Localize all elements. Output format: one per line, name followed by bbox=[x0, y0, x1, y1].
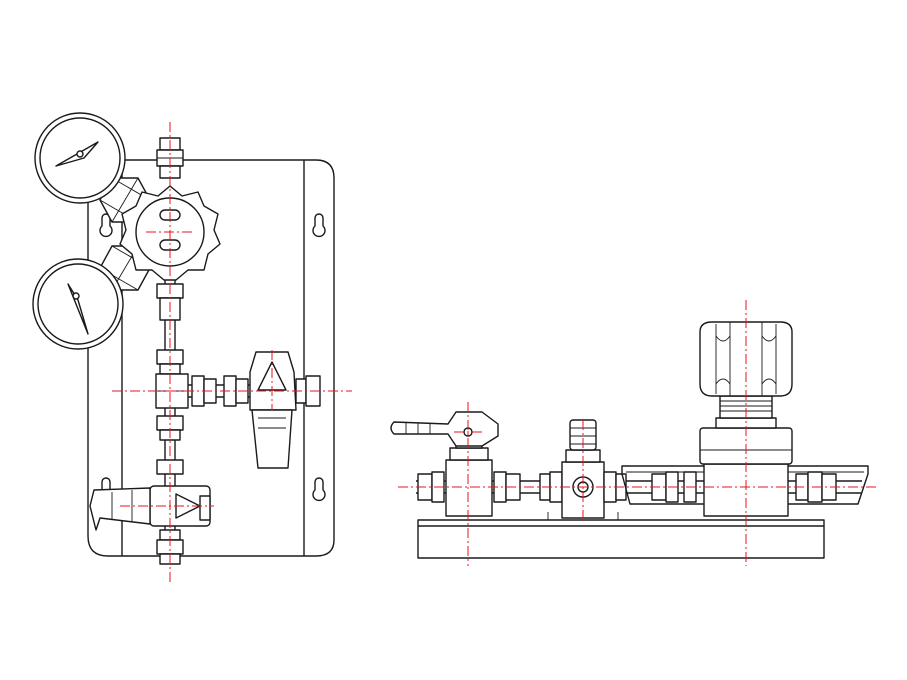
pressure-gauge-upper bbox=[34, 112, 126, 204]
side-view bbox=[390, 300, 876, 566]
lever-handle bbox=[390, 411, 499, 447]
pressure-gauge-lower bbox=[32, 258, 124, 350]
side-valve-left bbox=[390, 411, 499, 517]
isolation-valve-right bbox=[249, 351, 297, 469]
keyhole-slot-top-left bbox=[99, 213, 113, 238]
base-plate bbox=[417, 512, 825, 559]
front-view bbox=[32, 112, 352, 582]
horizontal-branch-line bbox=[188, 375, 321, 407]
valve-handle-right bbox=[251, 409, 293, 469]
isolation-valve-lower bbox=[89, 485, 211, 531]
valve-handle-lower bbox=[89, 487, 151, 531]
keyhole-slot-top-right bbox=[312, 213, 326, 238]
keyhole-slot-bottom-right bbox=[312, 477, 326, 502]
